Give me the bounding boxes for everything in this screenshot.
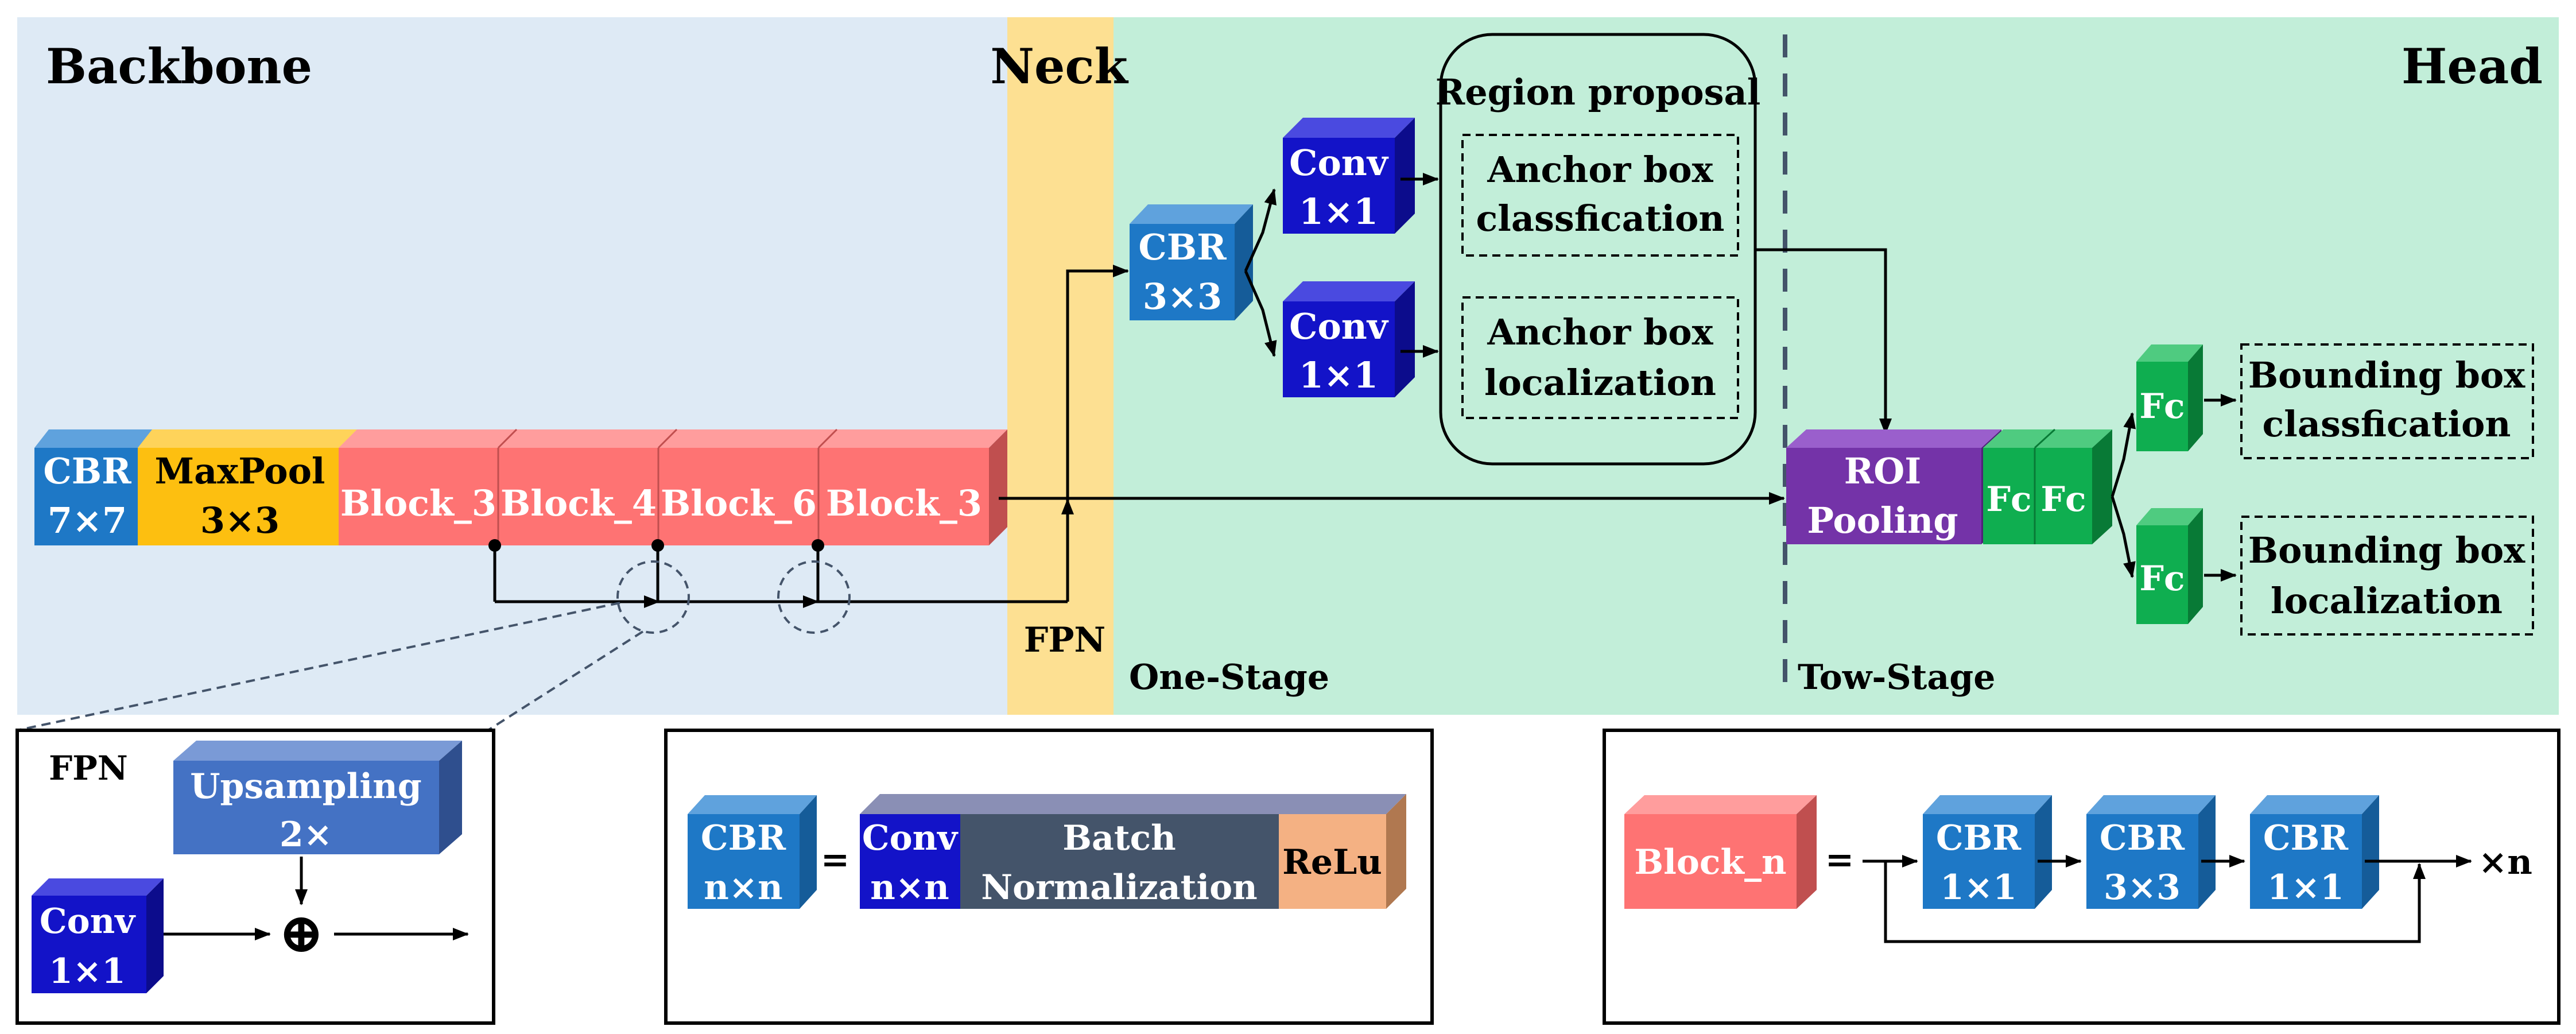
legend-block-label: Block_n <box>1634 842 1786 882</box>
legend-block-cbr2-label: CBR <box>2100 818 2185 858</box>
maxpool-label: MaxPool <box>155 450 325 492</box>
neck-region <box>1007 17 1114 715</box>
legend-upsampling-block: Upsampling 2× <box>173 741 462 855</box>
legend-cbr-equals: = <box>821 840 849 880</box>
legend-cbr-conv-size: n×n <box>870 868 949 908</box>
two-stage-label: Tow-Stage <box>1798 657 1995 698</box>
bbox-cls-line2: classfication <box>2263 403 2511 445</box>
legend-fpn-title: FPN <box>49 749 128 788</box>
rpn-cbr-size: 3×3 <box>1143 276 1222 317</box>
fc-label-2: Fc <box>2040 479 2086 520</box>
fc-pair: Fc Fc <box>1983 428 2112 544</box>
neck-to-rpn <box>1066 265 1129 602</box>
backbone-cbr-block: CBR 7×7 <box>34 429 155 545</box>
legend-block-cbr2-size: 3×3 <box>2104 868 2181 908</box>
rpn-conv-top-label: Conv <box>1289 142 1389 184</box>
fpn-node-3 <box>812 539 824 552</box>
block-2-label: Block_4 <box>501 482 657 524</box>
anchor-cls-line2: classfication <box>1476 197 1725 239</box>
legend-block-n: Block_n <box>1624 795 1817 909</box>
backbone-title: Backbone <box>46 38 312 95</box>
bbox-loc-line1: Bounding box <box>2248 529 2526 571</box>
fpn-zoom-circle-1 <box>616 560 690 634</box>
block-4-label: Block_3 <box>826 482 982 524</box>
roi-label: ROI <box>1844 450 1922 492</box>
rpn-conv-top: Conv 1×1 <box>1283 118 1415 234</box>
fc-label-1: Fc <box>1986 479 2031 520</box>
fc-top-block: Fc <box>2136 344 2203 451</box>
split-arrow-bottom <box>1244 270 1277 357</box>
legend-block-equals: = <box>1825 840 1854 880</box>
rpn-conv-top-size: 1×1 <box>1299 191 1378 233</box>
region-proposal-title: Region proposal <box>1436 71 1761 113</box>
legend-conv-label: Conv <box>40 901 136 942</box>
neck-title: Neck <box>990 38 1128 95</box>
maxpool-size: 3×3 <box>200 499 280 541</box>
legend-block-cbr2: CBR 3×3 <box>2086 795 2216 909</box>
proposal-to-roi <box>1755 248 1892 435</box>
zoom-line-2 <box>487 630 644 731</box>
legend-block-cbr3-label: CBR <box>2263 818 2349 858</box>
legend-cbr-composition: Conv n×n Batch Normalization ReLu <box>860 794 1406 909</box>
backbone-blocks: Block_3 Block_4 Block_6 Block_3 <box>339 428 1007 545</box>
legend-block-cbr1-size: 1×1 <box>1940 868 2017 908</box>
legend-block-cbr3: CBR 1×1 <box>2250 795 2379 909</box>
legend-upsampling-label: Upsampling <box>190 766 422 807</box>
bbox-loc-line2: localization <box>2271 580 2503 622</box>
legend-block-cbr1-label: CBR <box>1936 818 2022 858</box>
legend-conv-block: Conv 1×1 <box>32 878 164 993</box>
legend-cbr-block: CBR n×n <box>688 795 817 909</box>
rpn-cbr-label: CBR <box>1138 226 1227 268</box>
legend-cbr-conv-label: Conv <box>862 818 959 858</box>
legend-cbr-label: CBR <box>701 818 786 858</box>
anchor-loc-line1: Anchor box <box>1487 311 1713 353</box>
bbox-cls-line1: Bounding box <box>2248 354 2526 396</box>
fc-split-bottom <box>2111 496 2136 578</box>
fc-top-label: Fc <box>2139 386 2185 427</box>
fpn-zoom-circle-2 <box>777 560 851 634</box>
legend-cbr-relu-label: ReLu <box>1282 842 1382 882</box>
legend-plus-icon: ⊕ <box>278 900 324 965</box>
fc-bottom-block: Fc <box>2136 508 2203 624</box>
legend-block-cbr3-size: 1×1 <box>2267 868 2344 908</box>
legend-block-skip <box>1884 861 2426 943</box>
anchor-cls-box <box>1461 134 1739 257</box>
backbone-cbr-label: CBR <box>43 450 131 492</box>
legend-cbr-bn-line1: Batch <box>1062 818 1176 858</box>
zoom-line-1 <box>17 602 620 731</box>
block-1-label: Block_3 <box>340 482 496 524</box>
bbox-cls-box <box>2240 343 2534 459</box>
roi-pooling-block: ROI Pooling <box>1786 429 2001 544</box>
bbox-loc-box <box>2240 516 2534 636</box>
one-stage-label: One-Stage <box>1129 657 1329 698</box>
fpn-label: FPN <box>1024 620 1106 660</box>
block-3-label: Block_6 <box>661 482 817 524</box>
legend-block-repeat: ×n <box>2478 842 2532 882</box>
legend-cbr-bn-line2: Normalization <box>981 868 1258 908</box>
legend-cbr-size: n×n <box>704 868 783 908</box>
fc-bottom-label: Fc <box>2139 559 2185 599</box>
fpn-node-1 <box>488 539 501 552</box>
head-title: Head <box>2402 38 2543 95</box>
rpn-conv-bottom-label: Conv <box>1289 305 1389 347</box>
fpn-node-2 <box>651 539 664 552</box>
maxpool-block: MaxPool 3×3 <box>138 429 373 545</box>
anchor-loc-box <box>1461 296 1739 419</box>
roi-label-2: Pooling <box>1807 499 1958 541</box>
legend-upsampling-factor: 2× <box>280 815 332 855</box>
backbone-cbr-size: 7×7 <box>48 499 127 541</box>
anchor-loc-line2: localization <box>1484 362 1716 404</box>
legend-block-cbr1: CBR 1×1 <box>1923 795 2052 909</box>
rpn-conv-bottom: Conv 1×1 <box>1283 281 1415 397</box>
rpn-cbr-block: CBR 3×3 <box>1130 204 1253 320</box>
split-arrow-top <box>1244 188 1277 272</box>
legend-conv-size: 1×1 <box>49 951 126 992</box>
anchor-cls-line1: Anchor box <box>1487 149 1713 191</box>
backbone-region <box>17 17 1007 715</box>
rpn-conv-bottom-size: 1×1 <box>1299 354 1378 396</box>
fc-split-top <box>2111 412 2136 497</box>
